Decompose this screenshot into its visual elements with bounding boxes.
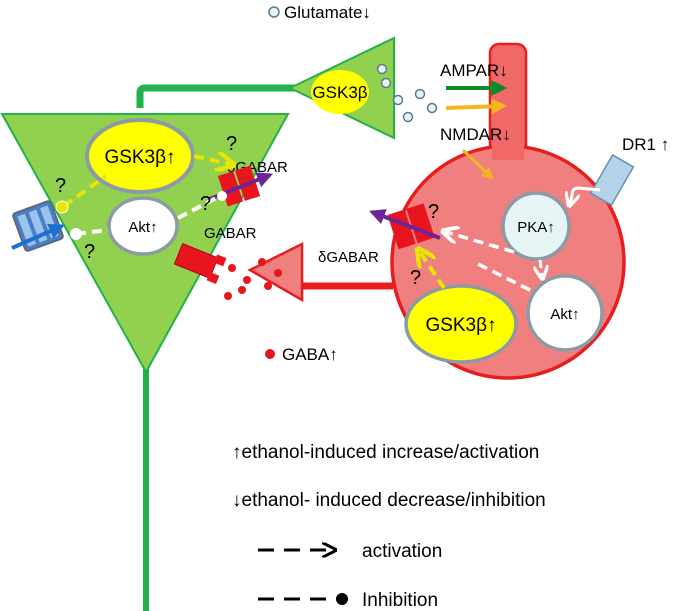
question-mark: ? <box>200 193 211 215</box>
nmdar-label: NMDAR↓ <box>440 125 511 144</box>
gaba-vesicle <box>274 269 282 277</box>
question-mark: ? <box>84 241 95 263</box>
pyr-white-node <box>70 228 82 240</box>
pyramidal-gsk3b-label: GSK3β↑ <box>104 147 175 168</box>
glutamate-vesicle <box>402 111 414 123</box>
question-mark: ? <box>226 133 237 155</box>
glutamate-vesicle <box>392 94 404 106</box>
interneuron-dgabar-label: δGABAR <box>318 249 379 266</box>
pyr-yellow-activation <box>193 156 230 164</box>
glutamate-vesicle <box>426 102 438 114</box>
gabar-label: GABAR <box>204 225 257 242</box>
pyramidal-akt-label: Akt↑ <box>128 219 157 236</box>
dr1-to-pka-arrow <box>570 186 601 203</box>
legend-inhibition: Inhibition <box>362 590 438 611</box>
question-mark: ? <box>410 267 421 289</box>
gaba-vesicle <box>243 276 251 284</box>
gaba-legend-dot <box>265 349 275 359</box>
pka-node <box>501 191 571 261</box>
pyr-white-akt-to-dgabar <box>177 194 221 220</box>
presynaptic-gsk3b-label: GSK3β <box>312 83 367 102</box>
nmdar-to-pka-arrow <box>461 148 494 180</box>
glutamate-vesicle <box>414 88 426 100</box>
pyr-yellow-node <box>55 200 69 214</box>
legend-decrease: ↓ethanol- induced decrease/inhibition <box>232 490 546 511</box>
gaba-vesicle <box>224 292 232 300</box>
legend-activation: activation <box>362 541 442 562</box>
legend-inhibition-dot <box>336 593 348 605</box>
gsk3b-to-dgabar-dash <box>420 252 446 290</box>
dr1-receptor <box>589 153 635 207</box>
gaba-label: GABA↑ <box>282 345 338 364</box>
pyr-yellow-dash <box>62 174 108 208</box>
gabar-receptor <box>173 242 227 285</box>
interneuron-gsk3b-node <box>404 284 518 364</box>
glutamate-legend-vesicle <box>268 6 280 18</box>
ion-channel-arrow <box>11 223 65 250</box>
legend-increase: ↑ethanol-induced increase/activation <box>232 442 539 463</box>
gaba-vesicle <box>238 286 246 294</box>
question-mark: ? <box>55 175 66 197</box>
gaba-vesicle <box>264 282 272 290</box>
glutamate-label: Glutamate↓ <box>284 3 371 22</box>
gaba-vesicle <box>228 264 236 272</box>
glutamate-vesicle <box>380 77 392 89</box>
pyramidal-axon <box>136 84 305 108</box>
interneuron-dgabar-arrow <box>369 209 441 240</box>
interneuron-akt-label: Akt↑ <box>550 306 579 323</box>
pka-label: PKA↑ <box>517 219 555 236</box>
pyramidal-gsk3b-node <box>85 118 195 194</box>
dr1-label: DR1 ↑ <box>622 135 669 154</box>
ampar-label: AMPAR↓ <box>440 61 508 80</box>
interneuron-akt-node <box>526 274 604 352</box>
gaba-vesicle <box>258 258 266 266</box>
nmdar-arrow <box>445 98 508 115</box>
presynaptic-gsk3b-node <box>311 70 369 114</box>
akt-to-dgabar-dash <box>473 260 531 292</box>
pyramidal-akt-node <box>107 196 179 256</box>
pka-to-dgabar-dash <box>446 232 515 254</box>
pka-to-akt-dash <box>540 259 542 276</box>
pyr-white-node-2 <box>217 191 227 201</box>
interneuron-gsk3b-label: GSK3β↑ <box>425 315 496 336</box>
question-mark: ? <box>428 201 439 223</box>
glutamate-vesicle <box>376 63 388 75</box>
spine-neck <box>492 140 524 160</box>
